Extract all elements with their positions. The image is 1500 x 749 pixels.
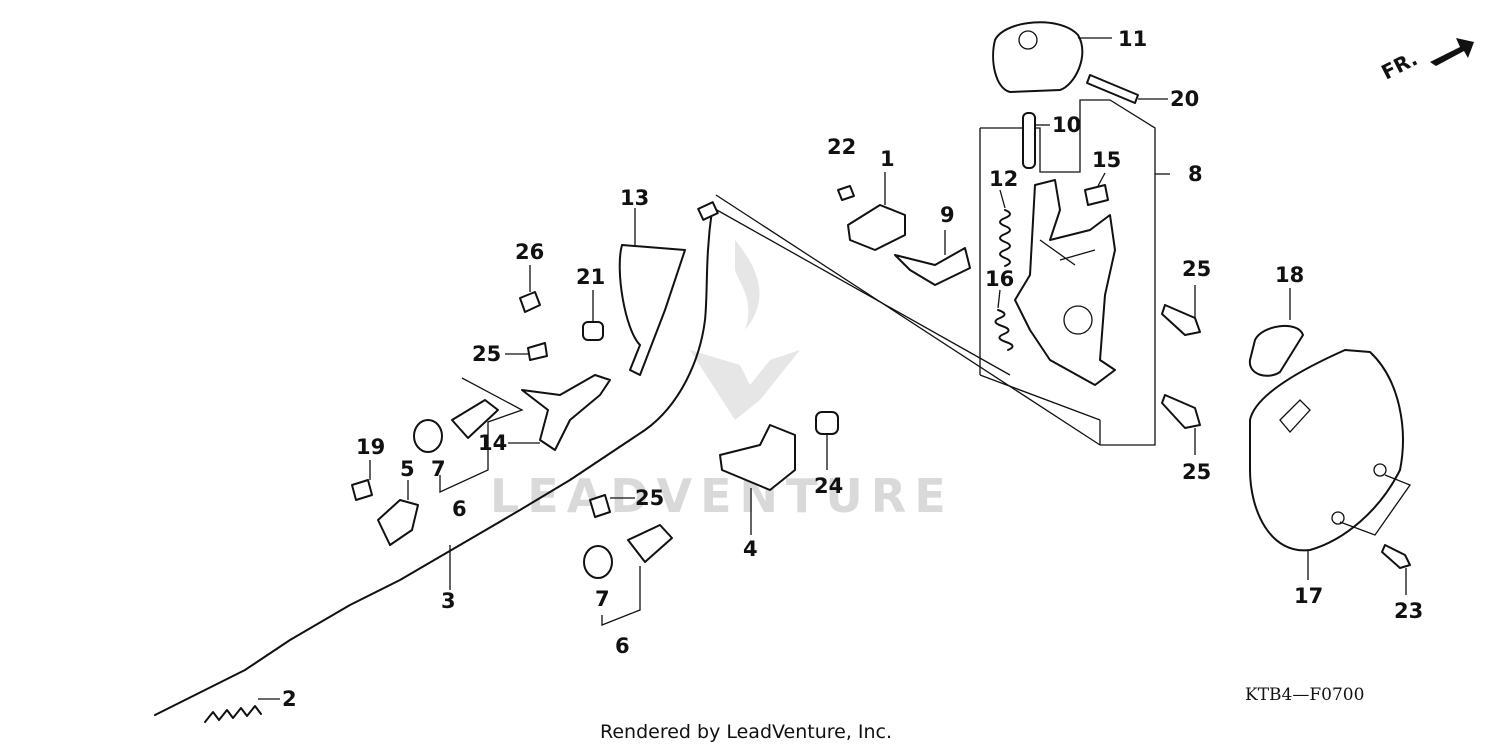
rod-part: [1022, 112, 1050, 169]
callout-20: 20: [1170, 87, 1199, 111]
cable-part: [154, 201, 719, 716]
callout-25b: 25: [635, 486, 664, 510]
callout-22: 22: [827, 135, 856, 159]
clip-part-6a: [439, 377, 524, 494]
callout-4: 4: [743, 537, 758, 561]
callout-1: 1: [880, 147, 895, 171]
callout-14: 14: [478, 431, 507, 455]
callout-7a: 7: [431, 457, 446, 481]
callout-16: 16: [985, 267, 1014, 291]
watermark: LEADVENTURE: [490, 240, 954, 523]
bolt-part-25c: [1161, 285, 1201, 336]
spring-part-16: [994, 309, 1014, 351]
callout-8: 8: [1188, 162, 1203, 186]
callout-9: 9: [940, 203, 955, 227]
bracket-part-4: [719, 424, 796, 535]
svg-text:FR.: FR.: [1377, 46, 1421, 84]
callout-5: 5: [400, 457, 415, 481]
svg-text:LEADVENTURE: LEADVENTURE: [490, 469, 954, 523]
callout-19: 19: [356, 435, 385, 459]
grip-part: [1248, 288, 1304, 377]
callout-21: 21: [576, 265, 605, 289]
callout-11: 11: [1118, 27, 1147, 51]
clamp-part-5: [377, 480, 419, 546]
screw-part: [1381, 544, 1411, 595]
front-direction-indicator: FR.: [1377, 38, 1474, 84]
callout-24: 24: [814, 474, 843, 498]
nut-part-24: [815, 411, 839, 470]
callout-2: 2: [282, 687, 297, 711]
callout-13: 13: [620, 186, 649, 210]
nut-part-21: [582, 290, 604, 341]
callout-23: 23: [1394, 599, 1423, 623]
bolt-part-22: [837, 185, 855, 201]
callout-25a: 25: [472, 342, 501, 366]
callout-10: 10: [1052, 113, 1081, 137]
diagram-code: KTB4—F0700: [1245, 685, 1364, 705]
pin-part: [1086, 74, 1168, 104]
bolt-part-25d: [1161, 394, 1201, 455]
cover-part: [1249, 349, 1412, 580]
plate-part: [894, 230, 971, 286]
callout-7b: 7: [595, 587, 610, 611]
callout-25c: 25: [1182, 257, 1211, 281]
assembly-outline: [707, 99, 1170, 446]
bolt-part-25a: [505, 342, 548, 361]
spring-part-2: [204, 698, 280, 723]
bolt-part-19: [351, 460, 373, 501]
grommet-part-7b: [583, 545, 613, 579]
callout-15: 15: [1092, 148, 1121, 172]
credit-text: Rendered by LeadVenture, Inc.: [600, 721, 892, 743]
arrow-icon: [1430, 38, 1474, 66]
bolt-part-25b: [589, 494, 635, 518]
callout-labels: 1 2 3 4 5 6 6 7 7 8 9 10 11 12 13 14 15 …: [282, 27, 1423, 711]
callout-12: 12: [989, 167, 1018, 191]
callout-3: 3: [441, 589, 456, 613]
grommet-part-7a: [413, 419, 443, 453]
lever-assembly-part: [1014, 179, 1116, 386]
callout-17: 17: [1294, 584, 1323, 608]
callout-18: 18: [1275, 263, 1304, 287]
switch-part: [847, 172, 906, 251]
clip-part-6b: [601, 524, 673, 626]
bracket-part-14: [508, 374, 611, 451]
callout-25d: 25: [1182, 460, 1211, 484]
callout-6b: 6: [615, 634, 630, 658]
knob-part: [992, 21, 1112, 93]
cap-part: [1084, 184, 1109, 206]
leader-lines: [449, 172, 1106, 590]
callout-6a: 6: [452, 497, 467, 521]
bracket-part-13: [618, 208, 686, 376]
callout-26: 26: [515, 240, 544, 264]
bolt-part-26: [519, 265, 541, 313]
leadventure-logo-icon: [690, 240, 800, 420]
spring-part-12: [999, 209, 1011, 267]
